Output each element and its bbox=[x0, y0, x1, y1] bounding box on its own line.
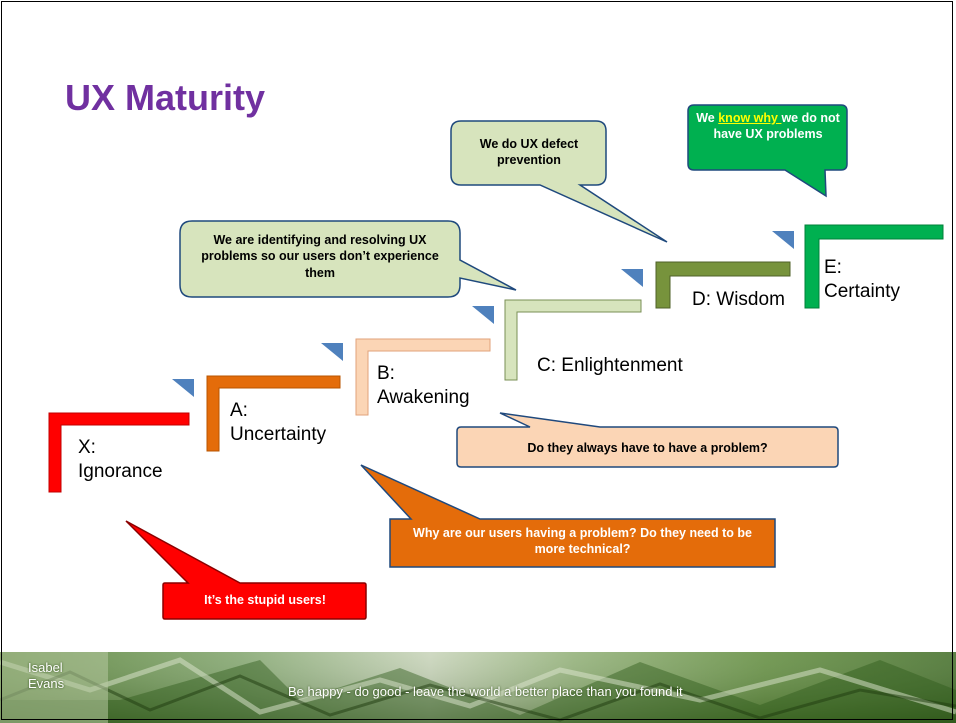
bubble-defect-prevention-text: We do UX defect prevention bbox=[479, 137, 579, 168]
know-why-keyword: know why bbox=[718, 111, 782, 125]
step-d-label: D: Wisdom bbox=[692, 289, 785, 310]
bubble-stupid-users bbox=[125, 520, 367, 620]
know-why-suffix: we do not have UX problems bbox=[713, 111, 840, 142]
step-x-shape bbox=[48, 412, 190, 493]
footer-motto: Be happy - do good - leave the world a b… bbox=[288, 684, 683, 699]
know-why-prefix: We bbox=[696, 111, 719, 125]
bubble-identifying-text: We are identifying and resolving UX prob… bbox=[201, 233, 439, 280]
step-e-label: E: Certainty bbox=[824, 257, 901, 302]
fern-footer-image bbox=[0, 652, 956, 723]
step-b-shape bbox=[355, 338, 491, 416]
bubble-why-problem bbox=[360, 464, 776, 568]
bubble-defect-prevention bbox=[450, 120, 668, 243]
step-c-shape bbox=[504, 299, 642, 381]
footer-author: Isabel Evans bbox=[28, 660, 65, 691]
bubble-always-problem bbox=[456, 412, 839, 468]
step-arrow-icon bbox=[172, 231, 794, 397]
slide-title: UX Maturity bbox=[65, 77, 266, 118]
step-e-shape bbox=[804, 224, 944, 309]
bubble-stupid-users-text: It’s the stupid users! bbox=[204, 593, 326, 607]
bubble-know-why-text: We know why we do not have UX problems bbox=[696, 110, 840, 143]
step-d-shape bbox=[655, 261, 791, 309]
bubble-always-problem-text: Do they always have to have a problem? bbox=[527, 441, 768, 455]
bubble-identifying bbox=[179, 220, 517, 298]
step-c-label: C: Enlightenment bbox=[537, 355, 683, 376]
step-x-label: X: Ignorance bbox=[78, 437, 163, 482]
step-b-label: B: Awakening bbox=[377, 363, 470, 408]
step-a-shape bbox=[206, 375, 341, 452]
bubble-know-why bbox=[687, 104, 848, 198]
bubble-why-problem-text: Why are our users having a problem? Do t… bbox=[413, 526, 752, 557]
step-a-label: A: Uncertainty bbox=[230, 400, 327, 445]
